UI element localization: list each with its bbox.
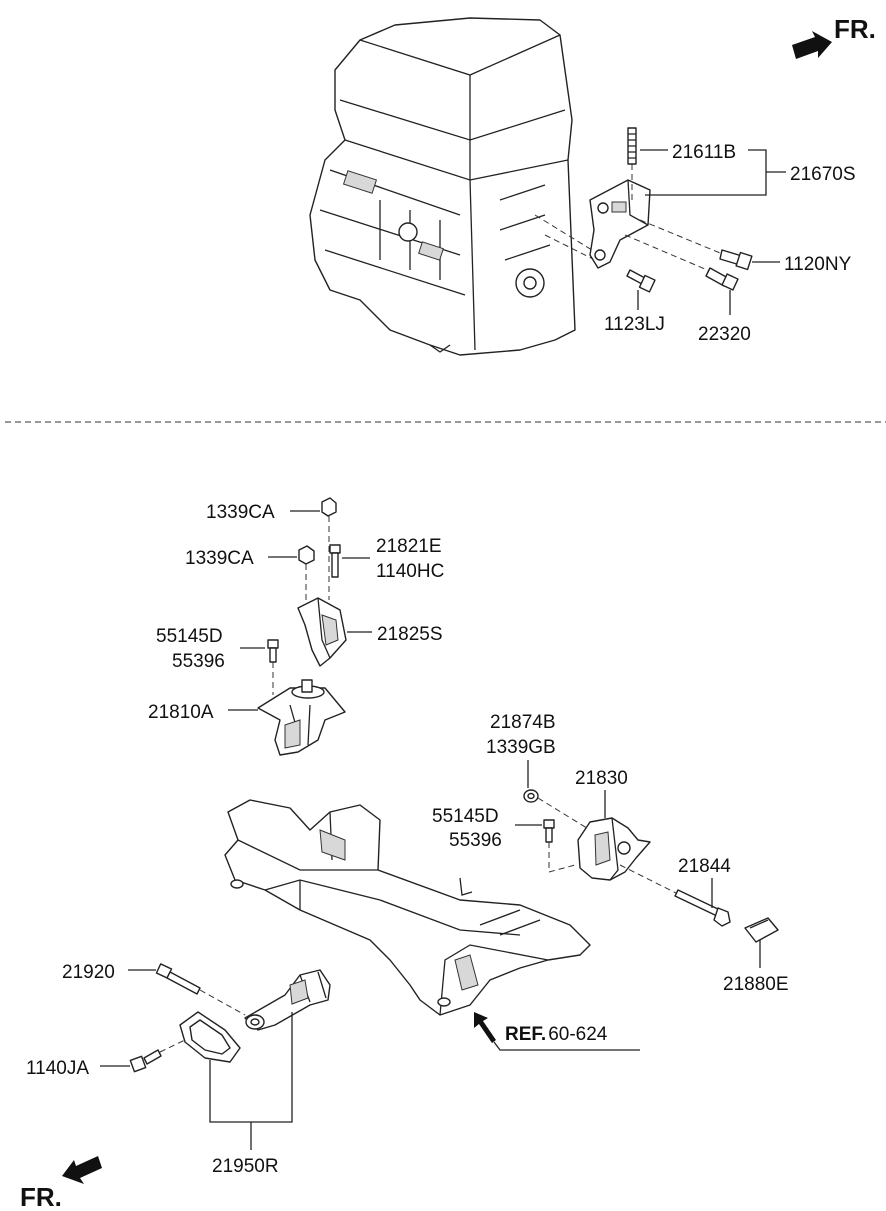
subframe-crossmember	[224, 799, 591, 1016]
label-55396-right: 55396	[449, 830, 502, 851]
label-22320: 22320	[698, 324, 751, 345]
bolt-1123LJ	[626, 269, 656, 293]
bracket-21825S	[297, 597, 347, 667]
label-21880E: 21880E	[723, 974, 789, 995]
label-21874B: 21874B	[490, 712, 556, 733]
stud-21611B	[627, 127, 637, 200]
fr-arrow-bottom-icon	[62, 1156, 102, 1184]
bracket-21670S	[589, 179, 651, 269]
roll-stopper-bracket	[179, 1011, 241, 1063]
label-1140JA: 1140JA	[26, 1058, 89, 1079]
plate-21880E	[744, 917, 779, 943]
label-21825S: 21825S	[377, 624, 443, 645]
label-1339GB: 1339GB	[486, 737, 556, 758]
label-21844: 21844	[678, 856, 731, 877]
engine-mount-21810A	[257, 679, 346, 756]
label-1123LJ: 1123LJ	[604, 314, 665, 335]
label-21810A: 21810A	[148, 702, 214, 723]
label-21950R: 21950R	[212, 1156, 279, 1177]
bolt-21920	[155, 963, 246, 1016]
roll-stopper-21950R	[244, 969, 331, 1031]
nut-1339CA-left	[298, 545, 315, 610]
fr-label-bottom: FR.	[20, 1182, 62, 1211]
label-55396-left: 55396	[172, 651, 225, 672]
bolt-22320	[624, 234, 739, 291]
bolt-55145D-left	[267, 639, 279, 695]
label-1339CA-top: 1339CA	[206, 502, 275, 523]
label-1120NY: 1120NY	[784, 254, 852, 275]
ref-arrow-icon	[474, 1012, 640, 1051]
dash-engine-bracket-1	[534, 214, 601, 256]
nut-1339CA-top	[321, 497, 337, 600]
label-1140HC: 1140HC	[376, 561, 444, 582]
label-1339CA-left: 1339CA	[185, 548, 254, 569]
fr-label-top: FR.	[834, 14, 876, 44]
bolt-1140JA	[129, 1039, 186, 1073]
bolt-21821E	[329, 544, 341, 578]
ref-prefix: REF.	[505, 1024, 546, 1045]
engine-block	[309, 17, 576, 356]
label-55145D-left: 55145D	[156, 626, 223, 647]
label-21611B: 21611B	[672, 142, 736, 163]
label-21920: 21920	[62, 962, 115, 983]
nut-21874B	[523, 789, 591, 831]
label-21670S: 21670S	[790, 164, 856, 185]
bolt-55145D-right	[543, 819, 576, 873]
label-55145D-right: 55145D	[432, 806, 499, 827]
label-21821E: 21821E	[376, 536, 442, 557]
ref-label: REF.60-624	[505, 1024, 608, 1045]
label-21830: 21830	[575, 768, 628, 789]
transmission-mount-21830	[577, 817, 651, 881]
bolt-1120NY	[639, 219, 753, 271]
ref-number: 60-624	[548, 1024, 608, 1045]
bolt-21844	[619, 864, 731, 927]
fr-arrow-top-icon	[792, 31, 832, 59]
